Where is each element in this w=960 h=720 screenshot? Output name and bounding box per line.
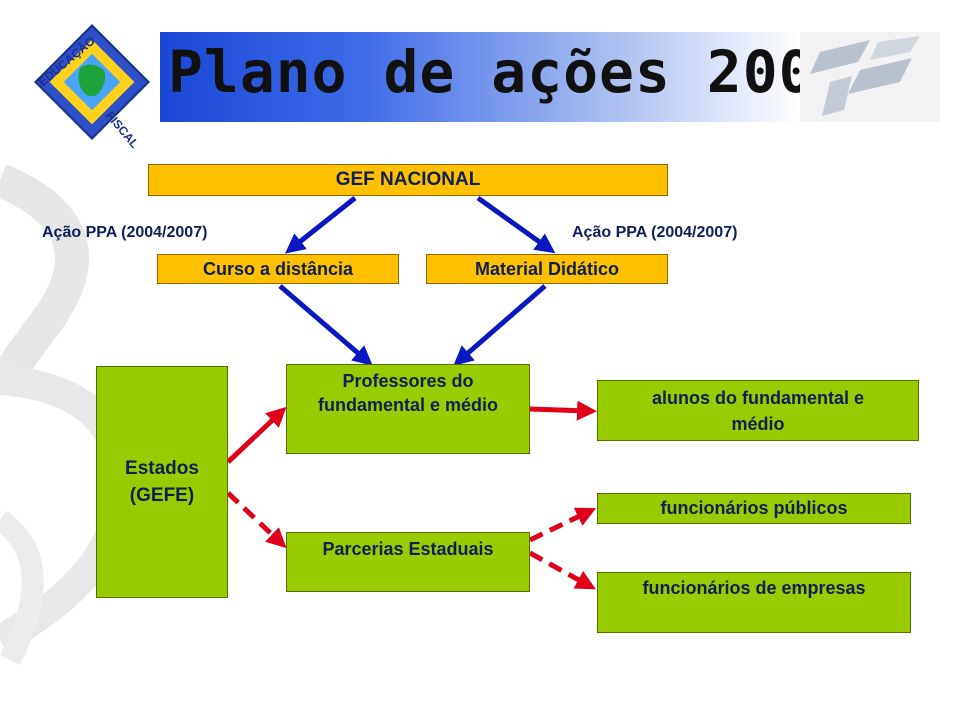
- node-estados-line2: (GEFE): [129, 485, 195, 506]
- title-banner: [160, 32, 800, 122]
- node-func-empresas-label: funcionários de empresas: [642, 578, 866, 598]
- node-funcionarios-empresas: funcionários de empresas: [597, 572, 911, 633]
- educacao-fiscal-logo: EDUCAÇÃO FISCAL: [34, 24, 150, 150]
- node-parcerias-estaduais: Parcerias Estaduais: [286, 532, 530, 592]
- node-curso-a-distancia: Curso a distância: [157, 254, 399, 284]
- node-professores: Professores do fundamental e médio: [286, 364, 530, 454]
- node-professores-line2: fundamental e médio: [317, 395, 499, 415]
- node-alunos-line2: médio: [731, 413, 785, 434]
- node-func-publicos-label: funcionários públicos: [660, 498, 848, 518]
- node-material-label: Material Didático: [474, 258, 620, 279]
- node-estados-line1: Estados: [125, 458, 199, 479]
- receita-federal-logo: [800, 32, 940, 122]
- page-title: Plano de ações 2007: [168, 38, 851, 106]
- node-alunos-line1: alunos do fundamental e: [651, 387, 865, 408]
- node-gef-nacional-label: GEF NACIONAL: [335, 169, 481, 190]
- node-gef-nacional: GEF NACIONAL: [148, 164, 668, 196]
- node-curso-label: Curso a distância: [202, 258, 354, 279]
- node-estados-gefe: Estados (GEFE): [96, 366, 228, 598]
- node-material-didatico: Material Didático: [426, 254, 668, 284]
- label-acao-left: Ação PPA (2004/2007): [42, 224, 208, 241]
- node-funcionarios-publicos: funcionários públicos: [597, 493, 911, 524]
- label-acao-right: Ação PPA (2004/2007): [572, 224, 738, 241]
- node-alunos: alunos do fundamental e médio: [597, 380, 919, 441]
- node-parcerias-label: Parcerias Estaduais: [322, 539, 494, 559]
- logo-text-bottom: FISCAL: [103, 109, 142, 150]
- node-professores-line1: Professores do: [342, 371, 474, 391]
